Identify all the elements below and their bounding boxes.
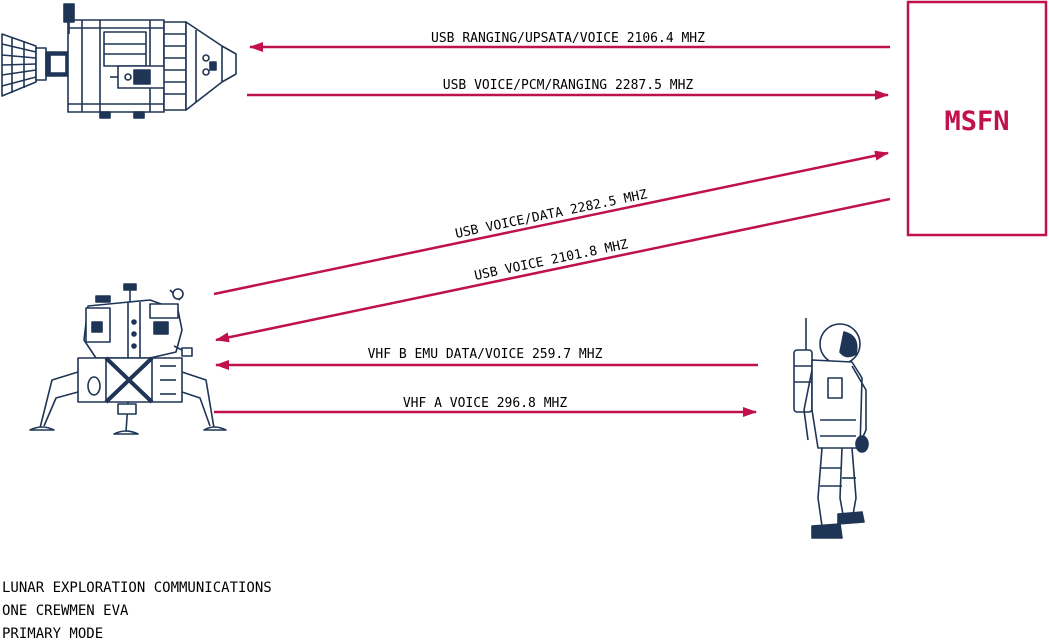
link-label: VHF B EMU DATA/VOICE 259.7 MHZ [368,347,603,362]
msfn-station: MSFN [906,0,1048,237]
link-usb-voice-pcm-ranging: USB VOICE/PCM/RANGING 2287.5 MHZ [247,78,889,100]
link-label: USB RANGING/UPSATA/VOICE 2106.4 MHZ [431,31,705,46]
astronaut-icon [793,318,869,539]
caption-line-1: LUNAR EXPLORATION COMMUNICATIONS [2,580,272,596]
link-vhf-a-voice: VHF A VOICE 296.8 MHZ [214,396,757,417]
msfn-box [906,0,1048,237]
link-usb-ranging-updata-voice: USB RANGING/UPSATA/VOICE 2106.4 MHZ [249,31,890,52]
link-arrow [213,150,889,296]
link-label: USB VOICE/DATA 2282.5 MHZ [454,187,649,242]
link-vhf-b-emu-data-voice: VHF B EMU DATA/VOICE 259.7 MHZ [215,347,758,370]
caption-line-2: ONE CREWMEN EVA [2,603,129,619]
link-usb-voice-data: USB VOICE/DATA 2282.5 MHZ [213,150,889,296]
link-label: VHF A VOICE 296.8 MHZ [403,396,568,411]
caption-line-3: PRIMARY MODE [2,626,104,641]
lunar-module-icon [29,283,227,435]
link-arrow [215,197,891,343]
command-service-module-icon [1,3,237,119]
link-label: USB VOICE 2101.8 MHZ [473,237,629,284]
link-label: USB VOICE/PCM/RANGING 2287.5 MHZ [443,78,694,93]
msfn-label: MSFN [944,106,1009,137]
